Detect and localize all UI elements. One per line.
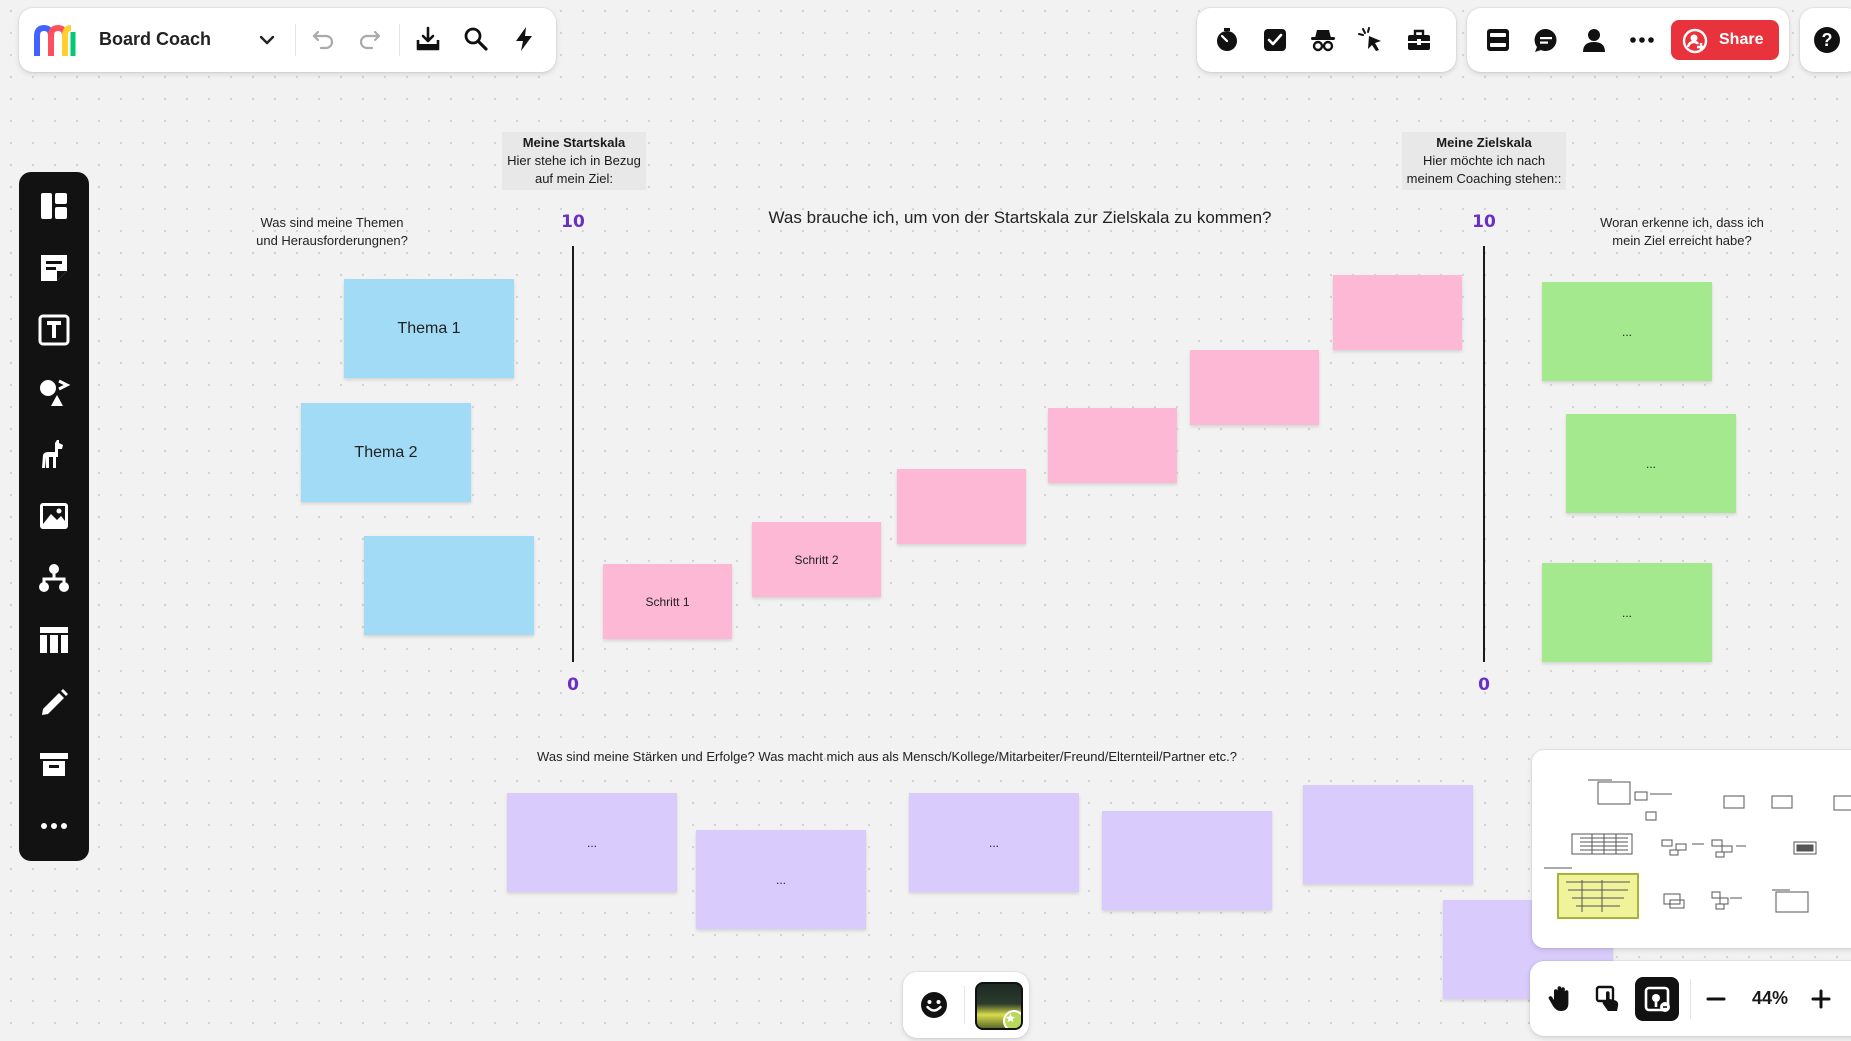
reactions-panel xyxy=(903,972,1029,1038)
main-question: Was brauche ich, um von der Startskala z… xyxy=(768,208,1272,227)
table-icon[interactable] xyxy=(37,623,71,657)
target-scale-title: Meine Zielskala Hier möchte ich nach mei… xyxy=(1402,132,1566,190)
llama-icon[interactable] xyxy=(37,437,71,471)
start-scale-title: Meine Startskala Hier stehe ich in Bezug… xyxy=(502,132,646,190)
topic-sticky-note[interactable]: Thema 1 xyxy=(344,279,514,378)
target-scale-axis xyxy=(1483,246,1485,662)
zoom-level[interactable]: 44% xyxy=(1751,988,1789,1008)
attention-management-icon[interactable] xyxy=(1357,26,1385,54)
image-thumbnail[interactable] xyxy=(975,982,1023,1030)
lightning-icon[interactable] xyxy=(510,25,538,53)
strength-sticky-note[interactable] xyxy=(1102,811,1272,910)
step-sticky-note[interactable] xyxy=(1333,275,1462,350)
start-scale-heading: Meine Startskala xyxy=(522,135,626,150)
step-sticky-note[interactable]: Schritt 2 xyxy=(752,522,881,597)
minimap-content xyxy=(1544,779,1851,919)
more-icon[interactable] xyxy=(37,809,71,843)
board-layout-icon[interactable] xyxy=(1484,26,1512,54)
strength-sticky-note[interactable] xyxy=(1303,785,1473,884)
chevron-down-icon[interactable] xyxy=(253,26,281,54)
target-scale-line1: Hier möchte ich nach xyxy=(1422,153,1546,168)
reactions-divider xyxy=(964,986,965,1024)
strength-sticky-note[interactable]: ... xyxy=(696,830,866,929)
topics-question: Was sind meine Themen und Herausforderun… xyxy=(232,214,432,250)
more-icon[interactable] xyxy=(1628,26,1656,54)
text-icon[interactable] xyxy=(37,313,71,347)
strengths-question: Was sind meine Stärken und Erfolge? Was … xyxy=(537,749,1237,764)
start-scale-top-number: 10 xyxy=(561,212,585,232)
step-sticky-note[interactable] xyxy=(1048,408,1177,483)
goal-question-line1: Woran erkenne ich, dass ich xyxy=(1600,215,1764,230)
toolbar-divider xyxy=(399,24,400,56)
minimap-panel[interactable] xyxy=(1532,750,1851,948)
private-mode-icon[interactable] xyxy=(1309,26,1337,54)
share-label: Share xyxy=(1719,31,1764,48)
share-button[interactable]: Share xyxy=(1671,20,1779,60)
goal-sticky-note[interactable]: ... xyxy=(1542,282,1712,381)
mindmap-icon[interactable] xyxy=(37,561,71,595)
share-icon xyxy=(1682,28,1708,54)
topic-sticky-note[interactable]: Thema 2 xyxy=(301,403,471,502)
undo-icon[interactable] xyxy=(309,26,337,54)
export-icon[interactable] xyxy=(414,25,442,53)
zoom-in-icon[interactable] xyxy=(1807,985,1835,1013)
voting-icon[interactable] xyxy=(1261,26,1289,54)
target-scale-bottom-number: 0 xyxy=(1478,675,1490,695)
timer-icon[interactable] xyxy=(1213,26,1241,54)
minimap-viewport[interactable] xyxy=(1557,873,1639,919)
start-scale-line1: Hier stehe ich in Bezug xyxy=(507,153,641,168)
miro-logo[interactable] xyxy=(33,22,77,58)
toolbar-divider xyxy=(295,24,296,56)
start-scale-bottom-number: 0 xyxy=(567,675,579,695)
search-icon[interactable] xyxy=(462,25,490,53)
goal-question-line2: mein Ziel erreicht habe? xyxy=(1612,233,1752,248)
image-icon[interactable] xyxy=(37,499,71,533)
user-icon[interactable] xyxy=(1580,26,1608,54)
emoji-icon[interactable] xyxy=(919,990,949,1020)
comments-icon[interactable] xyxy=(1532,26,1560,54)
target-scale-line2: meinem Coaching stehen:: xyxy=(1406,171,1562,186)
zoom-out-icon[interactable] xyxy=(1702,985,1730,1013)
topics-question-line1: Was sind meine Themen xyxy=(260,215,404,230)
strength-sticky-note[interactable]: ... xyxy=(507,793,677,892)
goal-sticky-note[interactable]: ... xyxy=(1542,563,1712,662)
shapes-icon[interactable] xyxy=(37,375,71,409)
step-sticky-note[interactable] xyxy=(897,469,1026,544)
favorite-star-icon xyxy=(1003,1010,1021,1028)
help-panel: ? xyxy=(1800,8,1851,72)
redo-icon[interactable] xyxy=(356,26,384,54)
hand-icon[interactable] xyxy=(1546,984,1576,1014)
start-scale-line2: auf mein Ziel: xyxy=(534,171,614,186)
topic-sticky-note[interactable] xyxy=(364,536,534,635)
navigation-panel: 44% xyxy=(1530,961,1851,1036)
board-actions-toolbar: Share xyxy=(1467,8,1789,72)
target-scale-top-number: 10 xyxy=(1472,212,1496,232)
strength-sticky-note[interactable]: ... xyxy=(909,793,1079,892)
frame-icon[interactable] xyxy=(37,747,71,781)
main-toolbar: Board Coach xyxy=(19,8,556,72)
start-scale-axis xyxy=(572,246,574,662)
help-label: ? xyxy=(1821,30,1833,50)
minimap-toggle-icon[interactable] xyxy=(1635,977,1679,1021)
creation-toolbar xyxy=(19,172,89,861)
pen-icon[interactable] xyxy=(37,685,71,719)
toolbox-icon[interactable] xyxy=(1405,26,1433,54)
templates-icon[interactable] xyxy=(37,189,71,223)
nav-divider xyxy=(1690,979,1691,1019)
collaboration-toolbar xyxy=(1197,8,1456,72)
goal-sticky-note[interactable]: ... xyxy=(1566,414,1736,513)
sticky-note-icon[interactable] xyxy=(37,251,71,285)
board-title[interactable]: Board Coach xyxy=(99,29,212,49)
topics-question-line2: und Herausforderungnen? xyxy=(256,233,408,248)
goal-question: Woran erkenne ich, dass ich mein Ziel er… xyxy=(1582,214,1782,250)
help-button[interactable]: ? xyxy=(1814,27,1840,53)
step-sticky-note[interactable]: Schritt 1 xyxy=(603,564,732,639)
touch-icon[interactable] xyxy=(1594,984,1624,1014)
step-sticky-note[interactable] xyxy=(1190,350,1319,425)
target-scale-heading: Meine Zielskala xyxy=(1436,135,1532,150)
